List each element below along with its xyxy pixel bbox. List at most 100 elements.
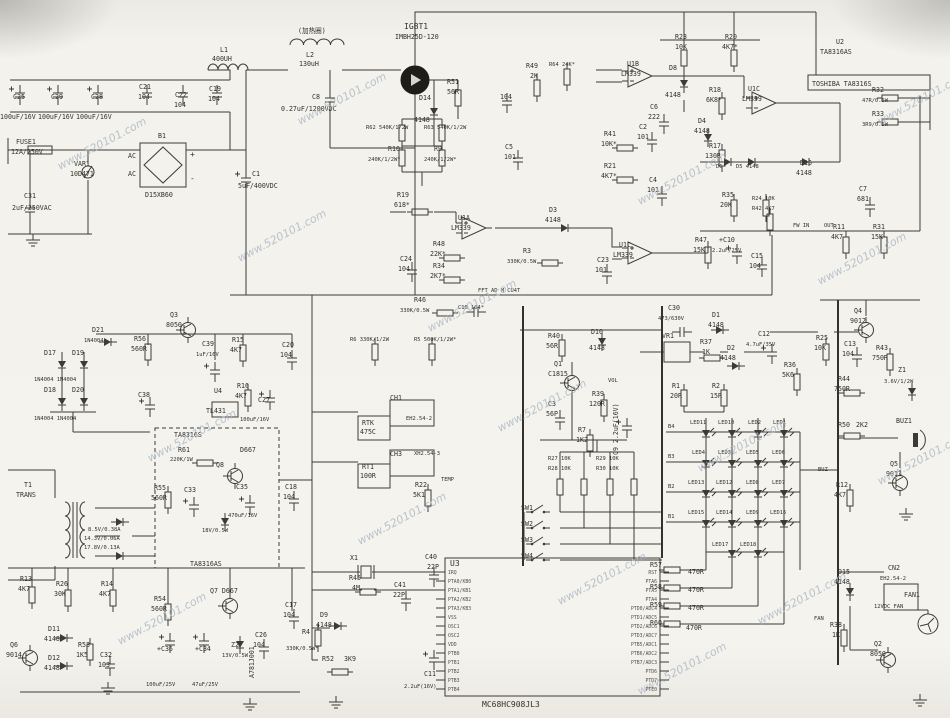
label-led4: LED4 [692, 450, 705, 456]
label-u4: U4 [214, 387, 222, 395]
res-r62 [398, 119, 406, 147]
cap-c36 [159, 633, 175, 653]
label-buz: BUZ [818, 467, 828, 473]
label-rt1: RT1 [362, 463, 374, 471]
label-z2: Z2 [231, 641, 239, 649]
led-16 [780, 515, 795, 533]
label-r13v: 4K7 [18, 585, 30, 593]
diode-d2 [727, 362, 745, 370]
label-rtk: RTK [362, 419, 374, 427]
label-z1: Z1 [898, 366, 906, 374]
mcu-pin-right: PTB6/ADC2 [631, 651, 657, 657]
mcu-pin-right: PTA6 [645, 579, 657, 585]
mcu-pin-left: OSC2 [448, 633, 460, 639]
label-c26: C26 [255, 631, 267, 639]
label-r32: R32 [872, 86, 884, 94]
label-temp: TEMP [441, 477, 454, 483]
label-c6v: 222 [648, 113, 660, 121]
label-vol: VOL [608, 378, 618, 384]
label-d10: D10 [591, 328, 603, 336]
res-r42 [766, 208, 774, 236]
label-led7: LED7 [772, 480, 785, 486]
cap-c30 [672, 327, 692, 337]
label-r34v: 2K7* [430, 272, 446, 280]
label-r9: R9 [434, 145, 442, 153]
label-d8: D8 [669, 64, 677, 72]
label-d16v: 4148 [796, 169, 812, 177]
label-c7: C7 [859, 185, 867, 193]
res-r26 [64, 584, 72, 612]
label-c41v: 22P [393, 591, 405, 599]
label-t1v: TRANS [16, 491, 36, 499]
label-buz1: BUZ1 [896, 417, 912, 425]
watermark: www.520101.com [295, 70, 388, 128]
label-r1v: 20R [670, 392, 682, 400]
switch-sw1 [526, 504, 550, 514]
label-r54v: 560R [151, 605, 167, 613]
res-r30 [630, 473, 638, 501]
cap-c27 [259, 390, 275, 410]
led-6 [780, 455, 795, 473]
cap-c3 [555, 410, 565, 430]
label-d4: D4 [698, 117, 706, 125]
connector-ch3 [389, 449, 435, 477]
label-d12v: 4148 [44, 664, 60, 672]
label-r15v: 4K7 [230, 346, 242, 354]
mcu-pin-left: VDD [448, 642, 457, 648]
label-r54: R54 [154, 595, 166, 603]
label-r62: R62 540K/1/2W [366, 125, 409, 131]
label-l2v: 130uH [299, 60, 319, 68]
label-r64: R64 24K* [549, 62, 575, 68]
label-r27: R27 10K [548, 456, 571, 462]
res-r28 [580, 473, 588, 501]
res-r14 [109, 584, 117, 612]
connector-ch1 [389, 399, 435, 427]
label-d19: D19 [72, 349, 84, 357]
switch-sw2 [526, 520, 550, 530]
thermistor-rt1 [357, 463, 391, 489]
res-r57 [659, 566, 685, 574]
cap-c6 [659, 114, 669, 134]
watermark: www.520101.com [235, 207, 328, 265]
label-a78: A781J001 [248, 646, 256, 678]
label-r50: R50 [838, 421, 850, 429]
led-10 [728, 425, 743, 443]
label-c27: C27 [258, 396, 270, 404]
label-t1b: 14.3V/0.06A [84, 536, 120, 542]
cap-c15 [757, 257, 767, 277]
label-bank2: 100uF/16V [38, 113, 74, 121]
label-c3v: 56P [546, 410, 558, 418]
label-r18v: 6K8* [706, 96, 722, 104]
res-r9 [438, 144, 446, 172]
res-r64 [563, 63, 571, 91]
diode-d3 [556, 224, 574, 232]
label-r47v: 15K [693, 246, 705, 254]
label-c12v: 4.7uF/35V [746, 342, 776, 348]
igbt-1 [400, 65, 430, 95]
diode-d9 [329, 622, 347, 630]
label-r7: R7 [578, 426, 586, 434]
label-r11v: 4K7 [831, 233, 843, 241]
label-c10: +C10 [719, 236, 735, 244]
label-fuse1: FUSE1 [16, 138, 36, 146]
res-r36 [793, 368, 801, 396]
opamp-u1a [456, 216, 492, 240]
label-d3: D3 [549, 206, 557, 214]
label-q4v: 9012 [850, 317, 866, 325]
label-r39v: 120R [589, 400, 605, 408]
mcu-pin-right: PTB5/ADC1 [631, 642, 657, 648]
label-ch1v: EH2.54-2 [406, 416, 432, 422]
switch-sw4 [526, 552, 550, 562]
label-led15: LED15 [688, 510, 704, 516]
fan-1 [917, 613, 939, 635]
led-8 [754, 485, 769, 503]
mcu-pin-right: PTD3/ADC7 [631, 633, 657, 639]
label-r13: R13 [20, 575, 32, 583]
label-c35: C35 [236, 483, 248, 491]
label-r56v: 560R [131, 345, 147, 353]
mcu-pin-right: PTB7/ADC3 [631, 660, 657, 666]
transformer-t1 [64, 501, 86, 559]
led-4 [702, 455, 717, 473]
label-led6: LED6 [772, 450, 785, 456]
